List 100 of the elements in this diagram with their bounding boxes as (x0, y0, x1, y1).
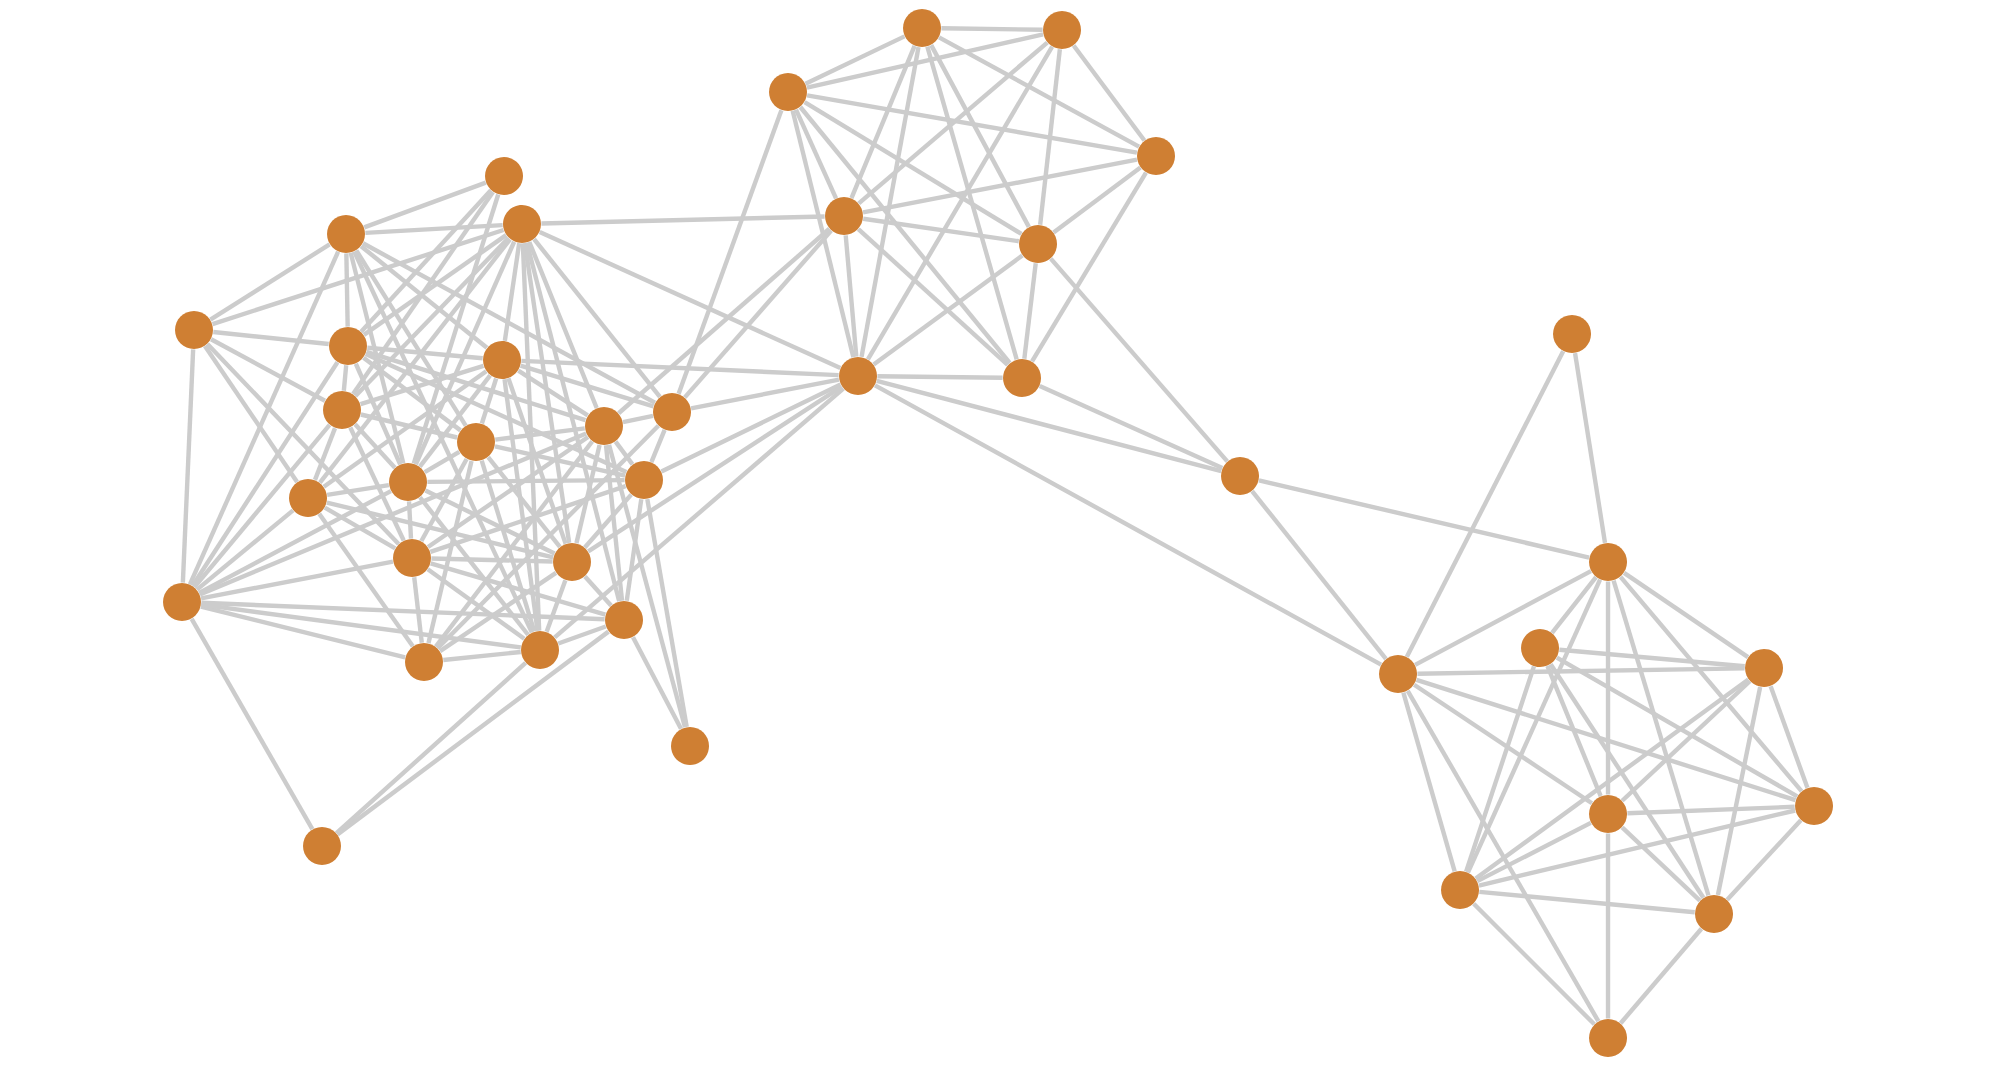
edge-line (690, 377, 840, 411)
circle-node (1589, 795, 1628, 833)
edge-line (631, 636, 683, 730)
edge-line (201, 600, 605, 622)
edge-line (348, 252, 406, 464)
edge-line (606, 444, 688, 728)
edge-line (1415, 677, 1797, 803)
circle-node (389, 463, 427, 501)
edge-line (856, 227, 1010, 367)
edge-line (361, 241, 657, 405)
edge-line (583, 493, 633, 549)
edge-line (1618, 927, 1704, 1025)
edge-line (431, 556, 553, 564)
edge-line (925, 46, 1019, 360)
edge-line (806, 93, 1138, 155)
edge-line (502, 378, 540, 632)
circle-node (457, 423, 495, 461)
edge-line (1405, 689, 1601, 1023)
edge-line (502, 242, 522, 342)
edge-line (873, 383, 1383, 667)
edge-line (1555, 655, 1799, 799)
edge-line (353, 422, 397, 470)
edge-line (334, 661, 528, 835)
edge-line (426, 567, 526, 641)
edge-line (322, 369, 488, 489)
edge-line (557, 624, 607, 646)
edge-line (210, 337, 326, 403)
circle-node (839, 357, 877, 395)
edge-line (1466, 578, 1603, 874)
edge-line (352, 250, 534, 634)
edge-line (434, 440, 594, 648)
edge-line (351, 190, 495, 396)
edge-line (1412, 682, 1594, 806)
edge-line (200, 559, 394, 601)
edge-line (354, 249, 468, 427)
edge-line (524, 242, 622, 602)
edge-line (1052, 165, 1142, 235)
edge-line (1725, 818, 1803, 902)
circle-node (1589, 543, 1628, 581)
edge-line (200, 602, 522, 650)
edge-line (364, 352, 628, 474)
edge-line (353, 236, 511, 398)
edge-line (1049, 257, 1229, 463)
circle-node (289, 479, 327, 517)
edge-line (603, 445, 625, 601)
edge-line (443, 649, 521, 663)
edge-line (359, 363, 485, 407)
edge-line (798, 105, 1012, 365)
edge-line (617, 227, 831, 415)
edge-line (517, 368, 589, 418)
edge-line (1474, 677, 1750, 881)
edge-line (190, 361, 340, 587)
edge-line (205, 342, 401, 546)
edge-line (843, 235, 859, 357)
circle-node (653, 393, 691, 431)
edge-line (553, 387, 845, 639)
edge-line (1404, 350, 1566, 658)
circle-node (1521, 629, 1560, 667)
edge-line (1618, 575, 1804, 793)
edge-line (862, 216, 1020, 244)
edge-line (1611, 579, 1711, 897)
circle-node (1003, 359, 1041, 397)
edge-line (1417, 666, 1745, 676)
edge-line (438, 571, 558, 653)
edge-line (195, 508, 295, 592)
edge-line (479, 377, 499, 425)
edge-line (1550, 575, 1598, 635)
circle-node (483, 341, 521, 379)
edge-line (423, 449, 461, 475)
circle-node (553, 543, 591, 581)
edge-line (180, 349, 196, 583)
edge-line (521, 358, 839, 378)
edge-line (411, 193, 501, 465)
edge-line (362, 233, 508, 337)
circle-node (1019, 225, 1057, 263)
edge-line (624, 498, 644, 602)
edge-line (1605, 833, 1611, 1019)
edge-line (418, 374, 492, 468)
edge-line (326, 482, 390, 498)
circle-node (1043, 11, 1081, 49)
circle-node (1795, 787, 1834, 825)
edge-line (522, 242, 572, 544)
edge-line (429, 484, 627, 554)
edge-line (794, 108, 839, 200)
edge-line (790, 110, 856, 358)
edge-line (344, 253, 350, 327)
edge-line (436, 424, 660, 650)
edge-line (1768, 685, 1810, 789)
edge-line (1478, 808, 1796, 888)
edge-line (317, 512, 415, 648)
edge-line (418, 495, 530, 637)
edge-line (587, 384, 843, 554)
edge-line (426, 435, 590, 549)
edge-line (1071, 44, 1147, 142)
edge-line (213, 329, 329, 347)
circle-node (323, 391, 361, 429)
edge-line (683, 229, 833, 399)
edge-line (527, 241, 599, 409)
edge-line (1545, 665, 1603, 797)
edge-line (1715, 686, 1763, 896)
